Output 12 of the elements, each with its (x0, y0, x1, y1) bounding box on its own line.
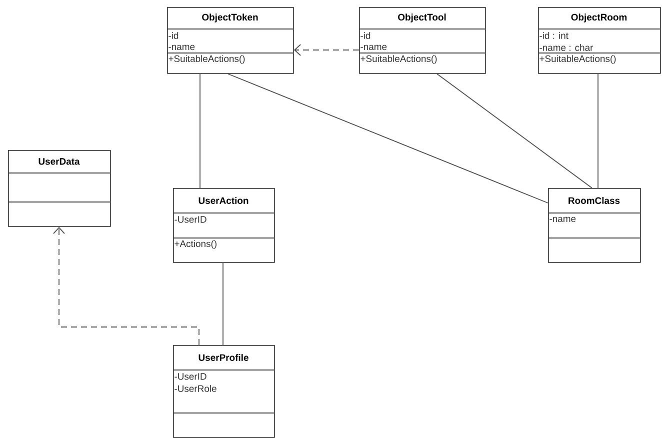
class-box: RoomClass -name (548, 188, 641, 263)
dependency-arrow (294, 44, 360, 56)
class-box: ObjectRoom -id : int -name : char +SuitableActions() (538, 7, 661, 74)
association-line (436, 73, 592, 188)
class-box: UserAction -UserID +Actions() (172, 188, 275, 263)
class-box: UserData (8, 150, 111, 227)
class-box: UserProfile -UserID -UserRole (172, 345, 275, 438)
association-line (228, 73, 548, 204)
class-box: ObjectTool -id -name +SuitableActions() (358, 7, 486, 74)
dependency-arrow (53, 226, 200, 346)
class-box: ObjectToken -id -name +SuitableActions() (166, 7, 294, 74)
association-line (222, 262, 224, 346)
